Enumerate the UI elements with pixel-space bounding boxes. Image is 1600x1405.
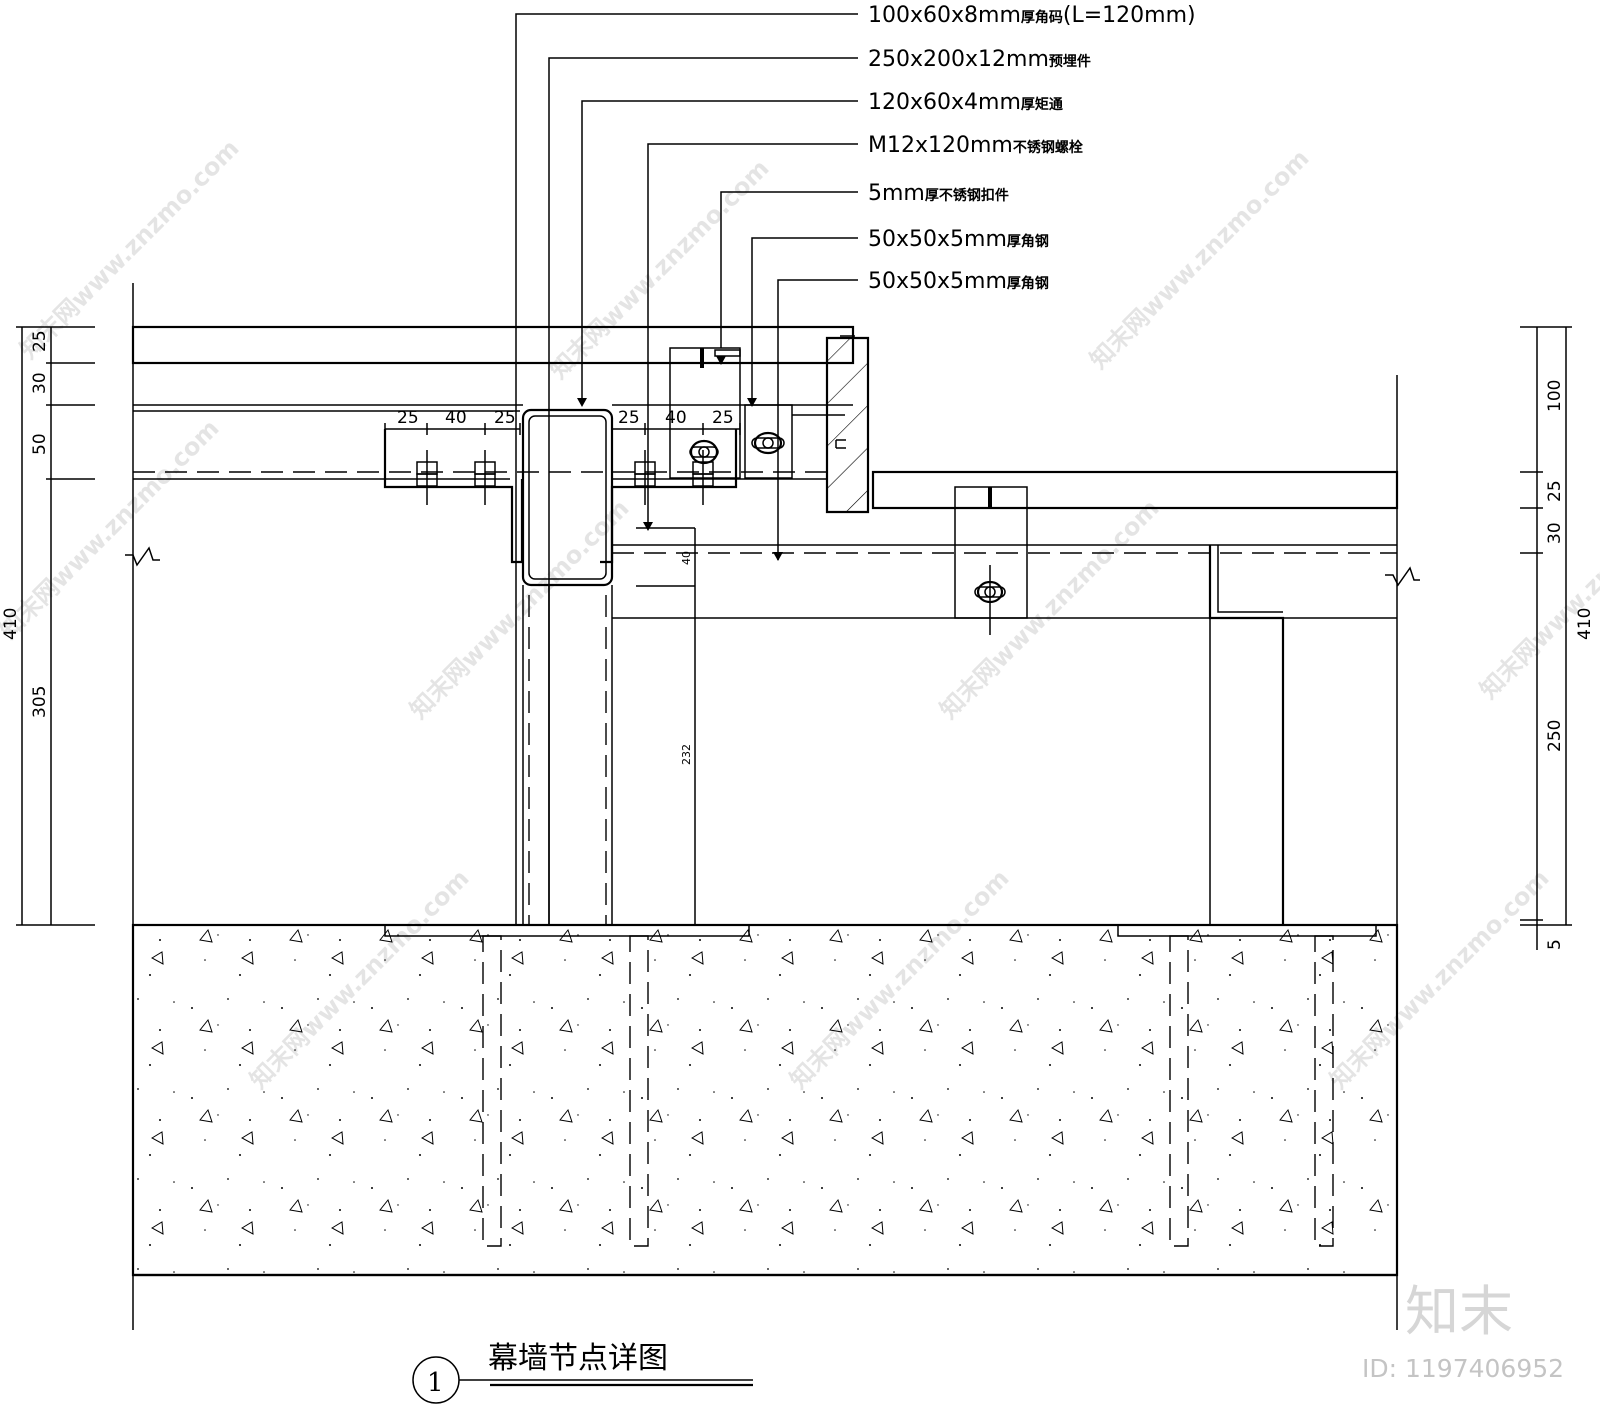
watermark-text: 知末网www.znzmo.com [14, 134, 244, 364]
dim-small-232: 232 [680, 744, 693, 765]
dim-left-50: 50 [30, 433, 50, 455]
dim-left-410: 410 [1, 608, 21, 640]
dim-left-25: 25 [30, 330, 50, 352]
dim-right-250: 250 [1545, 720, 1565, 752]
watermark-text: 知末网www.znzmo.com [1084, 144, 1314, 374]
watermark-text: 知末网www.znzmo.com [934, 494, 1164, 724]
dim-h-25d: 25 [712, 408, 734, 428]
dim-left-305: 305 [30, 686, 50, 718]
dim-right-25: 25 [1545, 480, 1565, 502]
callout-6: 50x50x5mm厚角钢 [868, 227, 1049, 252]
bolt-group [416, 450, 714, 505]
fastener-bolt-icon [689, 431, 785, 465]
brand-logo: 知末 [1405, 1280, 1513, 1343]
dim-right-100: 100 [1545, 380, 1565, 412]
dim-h-25a: 25 [397, 408, 419, 428]
dim-left-30: 30 [30, 372, 50, 394]
callout-4: M12x120mm不锈钢螺栓 [868, 133, 1083, 158]
callout-leaders [515, 13, 858, 925]
dim-h-40b: 40 [665, 408, 687, 428]
title-text: 幕墙节点详图 [488, 1341, 668, 1376]
dim-h-25b: 25 [494, 408, 516, 428]
dim-right-410: 410 [1575, 608, 1595, 640]
drawing-title: 1 幕墙节点详图 [412, 1341, 753, 1404]
dim-right-5: 5 [1545, 939, 1565, 950]
image-id: ID: 1197406952 [1362, 1354, 1564, 1383]
dim-right-30: 30 [1545, 522, 1565, 544]
callout-5: 5mm厚不锈钢扣件 [868, 181, 1009, 206]
watermark-text: 知末网www.znzmo.com [404, 494, 634, 724]
dim-h-25c: 25 [618, 408, 640, 428]
dim-h-40a: 40 [445, 408, 467, 428]
right-dimension-chain [1520, 326, 1572, 950]
dim-small-40: 40 [680, 551, 693, 565]
callout-1: 100x60x8mm厚角码(L=120mm) [868, 3, 1196, 28]
callout-2: 250x200x12mm预埋件 [868, 47, 1091, 72]
callout-3: 120x60x4mm厚矩通 [868, 90, 1063, 115]
callout-labels: 100x60x8mm厚角码(L=120mm) 250x200x12mm预埋件 1… [868, 3, 1196, 294]
callout-7: 50x50x5mm厚角钢 [868, 269, 1049, 294]
left-dimension-chain [16, 326, 95, 926]
title-number: 1 [427, 1368, 444, 1398]
